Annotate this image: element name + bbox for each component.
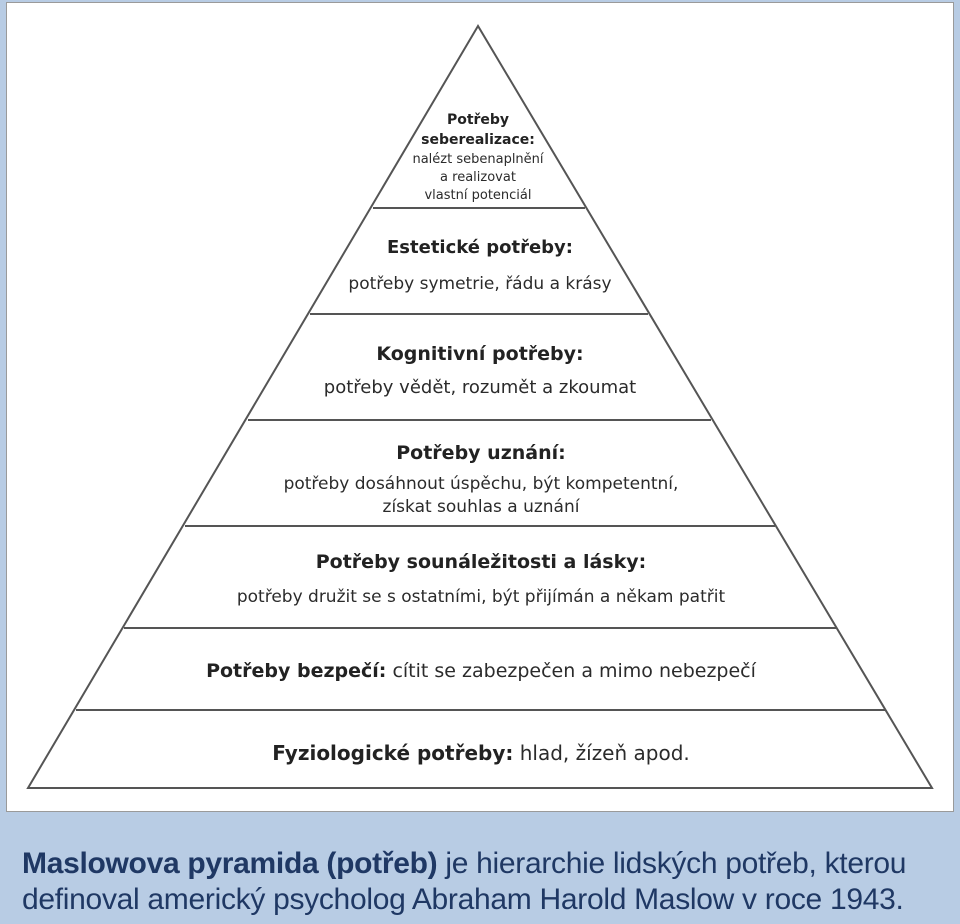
level-description: získat souhlas a uznání <box>383 497 581 517</box>
level-title: Kognitivní potřeby: <box>376 343 583 365</box>
level-self-actualization: Potřeby seberealizace: nalézt sebenaplně… <box>412 112 543 203</box>
level-description: a realizovat <box>440 170 516 185</box>
level-title: Potřeby sounáležitosti a lásky: <box>316 551 646 573</box>
level-description: vlastní potenciál <box>424 188 531 203</box>
caption-bold: Maslowova pyramida (potřeb) <box>22 847 438 880</box>
level-esteem: Potřeby uznání: potřeby dosáhnout úspěch… <box>284 442 679 517</box>
caption: Maslowova pyramida (potřeb) je hierarchi… <box>22 846 952 918</box>
level-description: potřeby vědět, rozumět a zkoumat <box>324 377 636 398</box>
level-line: Potřeby bezpečí: cítit se zabezpečen a m… <box>206 660 757 682</box>
level-title: Potřeby uznání: <box>396 442 566 464</box>
level-description: nalézt sebenaplnění <box>412 152 543 167</box>
level-description: potřeby dosáhnout úspěchu, být kompetent… <box>284 474 679 494</box>
level-description: potřeby symetrie, řádu a krásy <box>348 274 611 294</box>
level-title: Potřeby <box>447 112 509 128</box>
pyramid-outline <box>26 24 934 789</box>
level-title: Estetické potřeby: <box>387 237 573 258</box>
level-description: hlad, žízeň apod. <box>520 741 690 765</box>
level-physiological: Fyziologické potřeby: hlad, žízeň apod. <box>272 741 690 765</box>
level-title: seberealizace: <box>421 132 535 148</box>
level-cognitive: Kognitivní potřeby: potřeby vědět, rozum… <box>324 343 636 398</box>
level-title: Fyziologické potřeby: <box>272 741 513 765</box>
level-title: Potřeby bezpečí: <box>206 660 386 682</box>
level-description: cítit se zabezpečen a mimo nebezpečí <box>392 660 756 682</box>
level-aesthetic: Estetické potřeby: potřeby symetrie, řád… <box>348 237 611 294</box>
level-safety: Potřeby bezpečí: cítit se zabezpečen a m… <box>206 660 757 682</box>
level-line: Fyziologické potřeby: hlad, žízeň apod. <box>272 741 690 765</box>
maslow-pyramid: Potřeby seberealizace: nalézt sebenaplně… <box>26 24 934 789</box>
level-love-belonging: Potřeby sounáležitosti a lásky: potřeby … <box>237 551 726 607</box>
caption-text: je hierarchie lidských potřeb, kterou de… <box>22 847 907 916</box>
level-description: potřeby družit se s ostatními, být přijí… <box>237 587 726 607</box>
